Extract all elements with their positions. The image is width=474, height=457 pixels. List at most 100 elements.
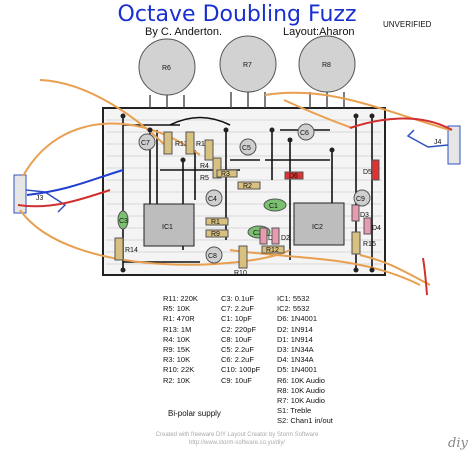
cap-c7-label: C7 <box>141 140 150 147</box>
credit-url: http://www.storm-software.co.yu/diy/ <box>188 440 286 446</box>
part-row: R4: 10K <box>163 334 191 344</box>
resistor-r11[interactable]: R11 <box>185 131 208 155</box>
resistor-r1[interactable]: R1 <box>205 217 229 226</box>
resistor-r14[interactable]: R14 <box>114 237 138 261</box>
part-row: IC2: 5532 <box>277 304 310 314</box>
cap-c7[interactable]: C7 <box>138 133 156 151</box>
pot-r8-label: R8 <box>322 62 331 69</box>
part-row: C9: 10uF <box>221 375 252 385</box>
author-label: By C. Anderton. <box>145 26 223 38</box>
cap-c8[interactable]: C8 <box>205 246 223 264</box>
diode-d3-label: D3 <box>360 212 369 219</box>
cap-c6-label: C6 <box>300 130 309 137</box>
part-row: R5: 10K <box>163 304 191 314</box>
part-row: D3: 1N34A <box>277 345 314 355</box>
layout-credit: Layout:Aharon <box>283 26 355 38</box>
part-row: D6: 1N4001 <box>277 314 318 324</box>
resistor-r2-label: R2 <box>243 183 252 190</box>
resistor-r12-label: R12 <box>266 247 279 254</box>
pot-r8[interactable]: R8 <box>298 35 356 108</box>
cap-c3[interactable]: C3 <box>117 210 129 230</box>
part-row: C2: 220pF <box>221 324 257 334</box>
wires <box>17 79 453 296</box>
part-row: IC1: 5532 <box>277 294 310 303</box>
part-row: D5: 1N4001 <box>277 365 318 375</box>
ic2[interactable]: IC2 <box>293 202 345 246</box>
pot-r6[interactable]: R6 <box>138 38 196 108</box>
cap-c1[interactable]: C1 <box>263 198 287 212</box>
part-row: R13: 1M <box>163 324 192 334</box>
pot-r6-label: R6 <box>162 65 171 72</box>
part-row: D2: 1N914 <box>277 324 313 334</box>
diode-d2[interactable]: D2 <box>271 227 290 245</box>
diode-d4[interactable]: D4 <box>363 217 381 235</box>
pot-r7[interactable]: R7 <box>219 35 277 108</box>
resistor-r11-label: R11 <box>196 141 208 148</box>
resistor-r4[interactable]: R4 <box>200 139 214 170</box>
parts-list-resistors: R11: 220K R5: 10K R1: 470R R13: 1M R4: 1… <box>163 294 198 386</box>
part-row: C1: 10pF <box>221 314 252 324</box>
cap-c4[interactable]: C4 <box>205 189 223 207</box>
resistor-r5[interactable]: R5 <box>200 157 222 182</box>
pot-r7-label: R7 <box>243 62 252 69</box>
resistor-r13-label: R13 <box>175 141 188 148</box>
cap-c3-label: C3 <box>119 218 128 225</box>
diode-d2-label: D2 <box>281 235 290 242</box>
resistor-r15-label: R15 <box>363 241 376 248</box>
part-row: S2: Chan1 in/out <box>277 416 333 426</box>
diagram-title: Octave Doubling Fuzz <box>117 2 357 27</box>
part-row: R8: 10K Audio <box>277 385 325 395</box>
part-row: R9: 15K <box>163 345 191 355</box>
part-row: C3: 0.1uF <box>221 294 254 303</box>
credit-line: Created with freeware DIY Layout Creator… <box>155 432 319 438</box>
part-row: R3: 10K <box>163 355 191 365</box>
diode-d5[interactable]: D5 <box>363 159 380 181</box>
resistor-r14-label: R14 <box>125 247 138 254</box>
jack-j4-label: J4 <box>434 139 442 146</box>
jack-j3-label: J3 <box>36 195 44 202</box>
part-row: D1: 1N914 <box>277 334 313 344</box>
resistor-r5-label: R5 <box>200 175 209 182</box>
diode-d6-label: D6 <box>289 173 298 180</box>
resistor-r9[interactable]: R9 <box>205 229 229 238</box>
cap-c9[interactable]: C9 <box>353 189 371 207</box>
jack-j4[interactable]: J4 <box>406 125 461 165</box>
cap-c4-label: C4 <box>208 196 217 203</box>
part-row: R1: 470R <box>163 314 195 324</box>
diode-d3[interactable]: D3 <box>351 204 369 222</box>
resistor-r10-label: R10 <box>234 270 247 277</box>
part-row: R7: 10K Audio <box>277 396 325 406</box>
part-row: C8: 10uF <box>221 334 252 344</box>
jack-j3[interactable]: J3 <box>13 174 67 214</box>
resistor-r15[interactable]: R15 <box>351 231 376 255</box>
part-row: R11: 220K <box>163 294 198 303</box>
part-row: C5: 2.2uF <box>221 345 254 355</box>
resistor-r9-label: R9 <box>211 231 220 238</box>
diode-d6[interactable]: D6 <box>284 171 304 180</box>
cap-c8-label: C8 <box>208 253 217 260</box>
parts-list-capacitors: C3: 0.1uF C7: 2.2uF C1: 10pF C2: 220pF C… <box>221 294 260 386</box>
resistor-r10[interactable]: R10 <box>234 245 248 277</box>
cap-c6[interactable]: C6 <box>297 123 315 141</box>
cap-c1-label: C1 <box>269 203 278 210</box>
part-row: R6: 10K Audio <box>277 375 325 385</box>
resistor-r12[interactable]: R12 <box>261 245 285 254</box>
part-row: C7: 2.2uF <box>221 304 254 314</box>
ic1[interactable]: IC1 <box>143 203 195 247</box>
diode-d4-label: D4 <box>372 225 381 232</box>
resistor-r2[interactable]: R2 <box>237 181 261 190</box>
part-row: C10: 100pF <box>221 365 261 375</box>
parts-list-semis: IC1: 5532 IC2: 5532 D6: 1N4001 D2: 1N914… <box>277 294 333 427</box>
part-row: R2: 10K <box>163 375 191 385</box>
supply-note: Bi-polar supply <box>168 409 221 418</box>
diy-logo: diy <box>448 436 468 451</box>
diode-d5-label: D5 <box>363 169 372 176</box>
resistor-r13[interactable]: R13 <box>163 131 188 155</box>
cap-c9-label: C9 <box>356 196 365 203</box>
resistor-r1-label: R1 <box>211 219 220 226</box>
resistor-r3[interactable]: R3 <box>216 169 238 178</box>
cap-c5[interactable]: C5 <box>239 138 257 156</box>
status-label: UNVERIFIED <box>383 20 432 29</box>
resistor-r3-label: R3 <box>221 171 230 178</box>
